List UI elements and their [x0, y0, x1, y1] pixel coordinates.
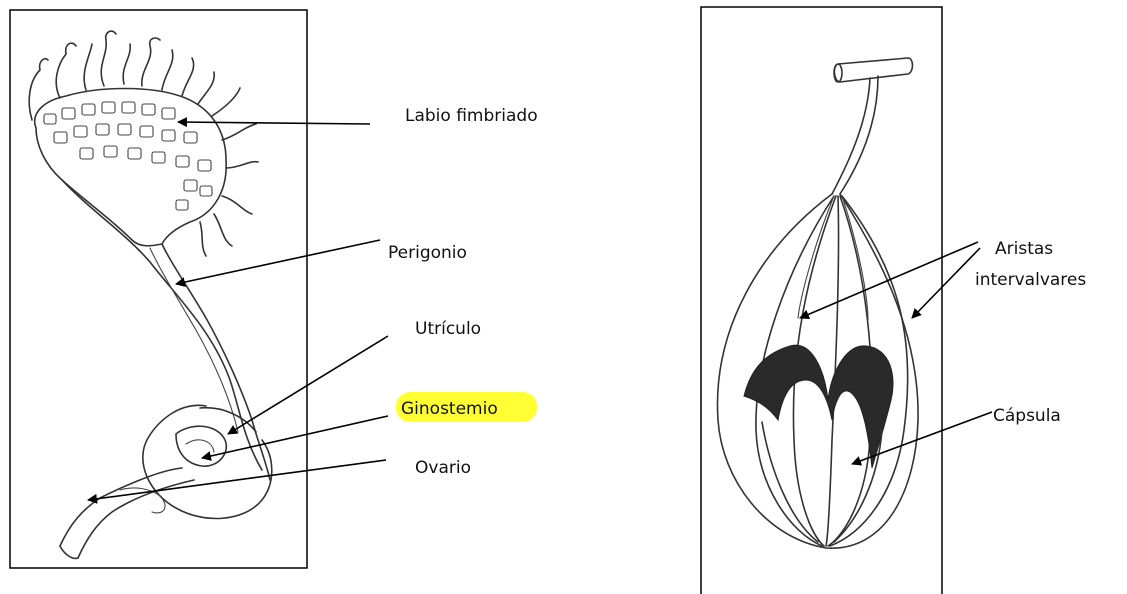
label-ovario: Ovario: [415, 458, 471, 478]
label-intervalvares: intervalvares: [975, 270, 1086, 290]
label-perigonio: Perigonio: [388, 243, 467, 263]
flower-frame: [10, 10, 307, 568]
label-capsula: Cápsula: [993, 406, 1061, 426]
label-labio-fimbriado: Labio fimbriado: [405, 106, 538, 126]
label-utriculo: Utrículo: [415, 319, 481, 339]
label-ginostemio: Ginostemio: [401, 399, 498, 419]
capsule-frame: [701, 7, 942, 594]
flower-panel: Labio fimbriado Perigonio Utrículo Ginos…: [10, 10, 538, 568]
capsule-panel: Aristas intervalvares Cápsula: [701, 7, 1086, 594]
label-aristas: Aristas: [995, 239, 1053, 259]
